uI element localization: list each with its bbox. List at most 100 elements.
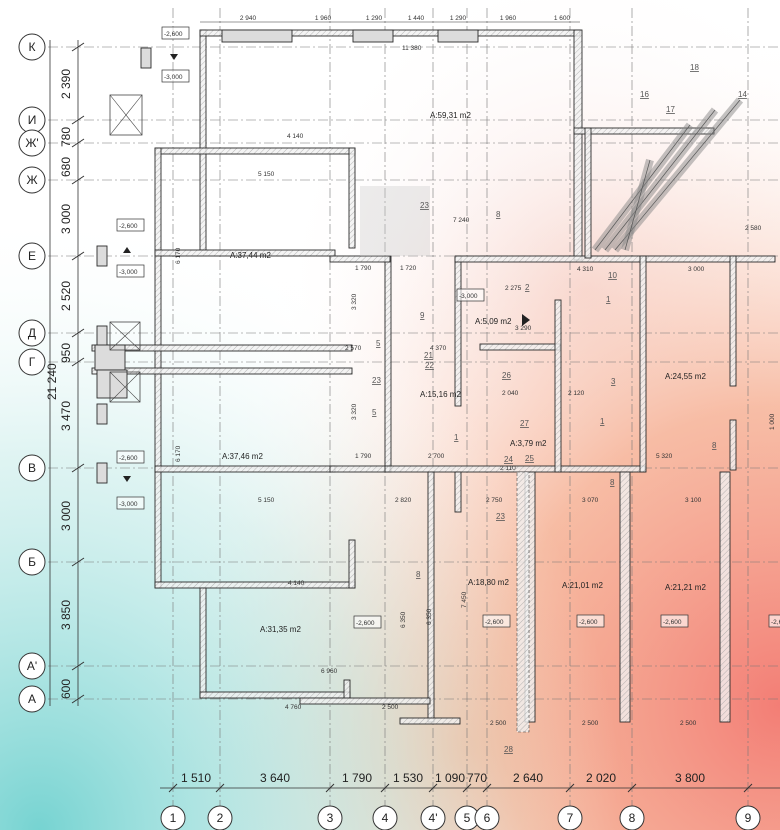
wall-segment bbox=[154, 465, 336, 473]
window-block bbox=[352, 29, 394, 43]
dim-tick bbox=[71, 557, 85, 567]
dim-tick bbox=[71, 42, 85, 52]
axis-bubble-col bbox=[420, 805, 446, 830]
dim-tick bbox=[627, 783, 637, 793]
dimension-label: 2 120 bbox=[568, 390, 585, 397]
axis-bubble-col bbox=[372, 805, 398, 830]
dimension-label: 4 370 bbox=[430, 345, 447, 352]
axis-bubble-row bbox=[18, 242, 46, 270]
wall-segment bbox=[399, 717, 461, 725]
dimension-label: 4 140 bbox=[287, 133, 304, 140]
shaft-diagonal bbox=[109, 94, 143, 136]
callout-number: 2 bbox=[525, 283, 530, 292]
row-dimension-label: 3 000 bbox=[59, 204, 73, 234]
axis-bubble-col bbox=[557, 805, 583, 830]
row-dimension-label: 950 bbox=[59, 343, 73, 363]
wall-segment bbox=[384, 255, 392, 473]
dimension-label: 2 700 bbox=[428, 453, 445, 460]
callout-number: 22 bbox=[425, 361, 434, 370]
level-mark-box bbox=[353, 615, 382, 629]
wall-segment bbox=[154, 249, 336, 257]
axis-label-col: 6 bbox=[484, 811, 491, 825]
wall-segment bbox=[199, 691, 351, 699]
shaft-diagonal bbox=[109, 321, 141, 351]
level-mark-box bbox=[116, 496, 145, 510]
wall-segment bbox=[329, 255, 391, 263]
window-block bbox=[96, 462, 108, 484]
callout-number: 23 bbox=[420, 201, 429, 210]
top-dimension-label: 1 600 bbox=[554, 15, 571, 22]
axis-label-row: А bbox=[28, 692, 36, 706]
wall-segment bbox=[573, 29, 583, 261]
axis-label-row: Е bbox=[28, 249, 36, 263]
callout-number: 27 bbox=[520, 419, 529, 428]
row-dimension-label: 3 850 bbox=[59, 600, 73, 630]
wall-segment bbox=[348, 539, 356, 589]
dimension-label: 2 820 bbox=[395, 497, 412, 504]
dim-tick bbox=[71, 357, 85, 367]
dimension-label: 2 500 bbox=[680, 720, 697, 727]
dimension-label: 6 170 bbox=[175, 445, 182, 462]
window-block bbox=[96, 325, 108, 347]
top-dimension-label: 1 960 bbox=[500, 15, 517, 22]
shaft-outline bbox=[109, 321, 141, 351]
top-dimension-label: 1 440 bbox=[408, 15, 425, 22]
wall-segment bbox=[329, 465, 391, 473]
dimension-label: 4 310 bbox=[577, 266, 594, 273]
bottom-dimension-label: 3 640 bbox=[260, 771, 290, 785]
axis-bubble-row bbox=[18, 129, 46, 157]
dim-tick bbox=[462, 783, 472, 793]
level-mark-box bbox=[482, 614, 511, 628]
axis-bubble-row bbox=[18, 652, 46, 680]
room-area-label: А:21,01 m2 bbox=[562, 581, 603, 590]
axis-label-row: Г bbox=[29, 355, 36, 369]
callout-number: 9 bbox=[420, 311, 425, 320]
level-mark-label: -2,600 bbox=[485, 619, 504, 626]
shaft-outline bbox=[109, 371, 141, 403]
axis-label-row: Ж' bbox=[25, 136, 38, 150]
bottom-dimension-label: 1 510 bbox=[181, 771, 211, 785]
callout-number: 1 bbox=[606, 295, 611, 304]
callout-number: 1 bbox=[600, 417, 605, 426]
arrow-right-icon bbox=[522, 314, 530, 326]
axis-label-row: В bbox=[28, 461, 36, 475]
dim-tick bbox=[71, 138, 85, 148]
room-area-label: А:59,31 m2 bbox=[430, 111, 471, 120]
dimension-label: 1 790 bbox=[355, 453, 372, 460]
wall-segment bbox=[154, 147, 356, 155]
window-block bbox=[140, 47, 152, 69]
axis-label-col: 8 bbox=[629, 811, 636, 825]
dimension-label: 7 450 bbox=[461, 591, 468, 608]
dimension-label: 6 350 bbox=[426, 608, 433, 625]
level-mark-box bbox=[456, 288, 485, 302]
axis-label-col: 4' bbox=[429, 811, 438, 825]
level-mark-label: -2,600 bbox=[164, 31, 183, 38]
level-mark-label: -2,600 bbox=[663, 619, 682, 626]
room-area-label: А:3,79 m2 bbox=[510, 439, 547, 448]
dim-tick bbox=[428, 783, 438, 793]
axis-label-row: Ж bbox=[26, 173, 37, 187]
dim-tick bbox=[380, 783, 390, 793]
shaft bbox=[109, 94, 143, 136]
row-dimension-label: 680 bbox=[59, 157, 73, 177]
axis-label-row: Б bbox=[28, 555, 36, 569]
arrow-down-icon bbox=[170, 54, 178, 60]
level-mark-label: -3,000 bbox=[119, 501, 138, 508]
callout-number: 24 bbox=[504, 455, 513, 464]
axis-label-col: 1 bbox=[170, 811, 177, 825]
dimension-label: 2 580 bbox=[745, 225, 762, 232]
top-dimension-label: 1 290 bbox=[450, 15, 467, 22]
level-mark-box bbox=[116, 264, 145, 278]
dim-tick bbox=[71, 463, 85, 473]
axis-label-col: 7 bbox=[567, 811, 574, 825]
room-shade bbox=[360, 186, 430, 256]
dimension-label: 2 110 bbox=[500, 465, 516, 472]
room-area-label: А:18,80 m2 bbox=[468, 578, 509, 587]
room-area-label: А:37,46 m2 bbox=[222, 452, 263, 461]
dimension-label: 1 790 bbox=[355, 265, 372, 272]
dimension-label: 3 320 bbox=[351, 293, 358, 310]
total-height-label: 21 240 bbox=[45, 363, 59, 400]
callout-number: 26 bbox=[502, 371, 511, 380]
dim-tick bbox=[71, 251, 85, 261]
walls bbox=[91, 29, 776, 725]
